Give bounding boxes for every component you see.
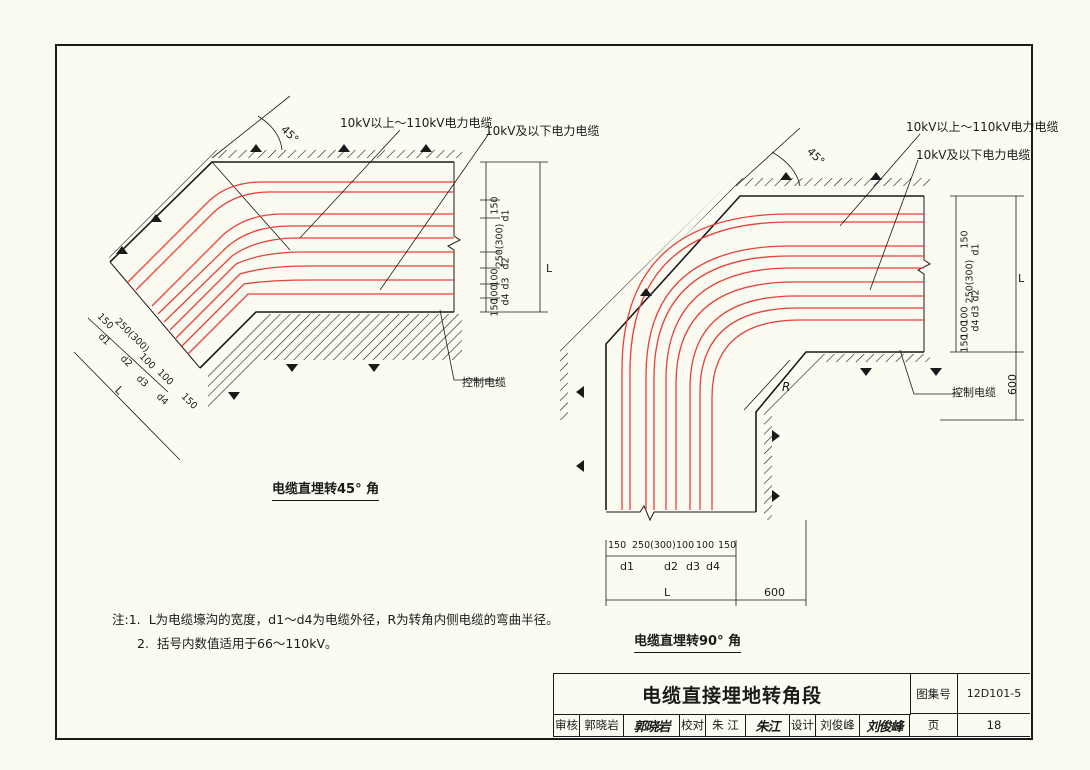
- dim-label: 100: [136, 351, 158, 372]
- right-label-control: 控制电缆: [952, 386, 996, 399]
- dim-label: 100: [696, 540, 715, 551]
- note-2: 2. 括号内数值适用于66～110kV。: [112, 632, 559, 656]
- dim-label: d3: [686, 560, 700, 573]
- note-text: 括号内数值适用于66～110kV。: [157, 636, 338, 651]
- drawing-title: 电缆直接埋地转角段: [554, 674, 911, 715]
- left-dim-diagonal: [73, 317, 181, 461]
- left-caption: 电缆直埋转45° 角: [272, 478, 380, 501]
- dim-label: d1: [620, 560, 634, 573]
- right-cables: [621, 213, 924, 510]
- dim-label: d4: [706, 560, 720, 573]
- left-45-drawing: [104, 95, 462, 410]
- atlas-label: 图集号: [910, 674, 958, 714]
- note-number: 2.: [137, 636, 149, 651]
- right-dims-horizontal: 150 250(300) 100 100 150 d1 d2 d3 d4: [606, 540, 746, 580]
- notes: 注:1.L为电缆壕沟的宽度，d1～d4为电缆外径，R为转角内侧电缆的弯曲半径。 …: [112, 608, 559, 656]
- notes-prefix: 注:: [112, 612, 129, 627]
- design-label: 设计: [790, 714, 816, 737]
- right-dim-vertical: [940, 195, 1024, 421]
- dim-label: 150: [718, 540, 737, 551]
- dim-label: 150: [178, 391, 200, 412]
- dim-label: 150: [489, 196, 501, 215]
- dim-label: 150: [959, 334, 971, 353]
- note-1: 注:1. L为电缆壕沟的宽度，d1～d4为电缆外径，R为转角内侧电缆的弯曲半径。: [112, 608, 559, 632]
- right-L-horizontal: L: [664, 586, 671, 599]
- review-label: 审核: [554, 714, 580, 737]
- checker-name: 朱 江: [706, 714, 746, 737]
- dim-label: 100: [154, 367, 176, 388]
- right-leaders: [839, 133, 960, 395]
- checker-signature: 朱江: [746, 714, 790, 737]
- left-dim-vertical: [480, 161, 548, 313]
- dim-label: d1: [970, 243, 982, 256]
- page-number: 18: [958, 714, 1030, 737]
- right-L-vertical: L: [1018, 272, 1025, 285]
- reviewer-name: 郭晓岩: [580, 714, 624, 737]
- dim-label: 150: [489, 298, 501, 317]
- left-dims-vertical: 150 d1 250(300) d2 100 d3 100 d4 150: [484, 160, 524, 316]
- dim-label: 100: [676, 540, 695, 551]
- signature-text: 郭晓岩: [633, 719, 670, 735]
- left-label-hv: 10kV以上～110kV电力电缆: [340, 116, 493, 130]
- right-anchor-marks: [576, 172, 942, 502]
- left-L-vertical: L: [546, 262, 553, 275]
- left-leaders: [299, 129, 500, 381]
- left-dims-diagonal: 150 d1 250(300) d2 100 d3 100 d4 150: [92, 311, 212, 426]
- dim-label: d4: [500, 293, 512, 306]
- right-label-lv: 10kV及以下电力电缆: [916, 148, 1031, 162]
- dim-label: d2: [500, 257, 512, 270]
- dim-label: 150: [959, 230, 971, 249]
- right-dim-horizontal: [605, 520, 807, 606]
- dim-label: d2: [664, 560, 678, 573]
- right-R: R: [782, 380, 791, 394]
- right-90-drawing: [560, 127, 931, 522]
- left-label-control: 控制电缆: [462, 376, 506, 389]
- dim-label: d3: [133, 373, 151, 390]
- right-600-vertical: 600: [1006, 374, 1019, 395]
- dim-label: d4: [153, 391, 171, 408]
- reviewer-signature: 郭晓岩: [624, 714, 680, 737]
- signature-text: 朱江: [755, 719, 780, 735]
- designer-signature: 刘俊峰: [860, 714, 910, 737]
- right-label-hv: 10kV以上～110kV电力电缆: [906, 120, 1059, 134]
- dim-label: d1: [500, 209, 512, 222]
- designer-name: 刘俊峰: [816, 714, 860, 737]
- left-anchor-marks: [116, 144, 432, 400]
- check-label: 校对: [680, 714, 706, 737]
- note-text: L为电缆壕沟的宽度，d1～d4为电缆外径，R为转角内侧电缆的弯曲半径。: [148, 612, 559, 627]
- dim-label: d2: [117, 353, 135, 370]
- dim-label: d1: [95, 331, 113, 348]
- dim-label: 150: [608, 540, 627, 551]
- dim-label: 250(300): [112, 316, 152, 355]
- left-cables: [127, 181, 454, 355]
- signature-text: 刘俊峰: [866, 719, 903, 735]
- dim-label: d3: [500, 277, 512, 290]
- dim-label: d4: [970, 319, 982, 332]
- dim-label: 250(300): [632, 540, 676, 551]
- right-dims-vertical: 150 d1 250(300) d2 100 d3 100 d4 150: [954, 194, 994, 353]
- page-label: 页: [910, 714, 958, 737]
- dim-label: d2: [970, 289, 982, 302]
- right-caption: 电缆直埋转90° 角: [634, 630, 742, 653]
- title-block: 电缆直接埋地转角段 图集号 12D101-5 审核 郭晓岩 郭晓岩 校对 朱 江…: [553, 673, 1030, 737]
- right-600-horizontal: 600: [764, 586, 785, 599]
- atlas-number: 12D101-5: [958, 674, 1030, 714]
- left-label-lv: 10kV及以下电力电缆: [485, 124, 600, 138]
- note-number: 1.: [128, 612, 141, 627]
- dim-label: d3: [970, 305, 982, 318]
